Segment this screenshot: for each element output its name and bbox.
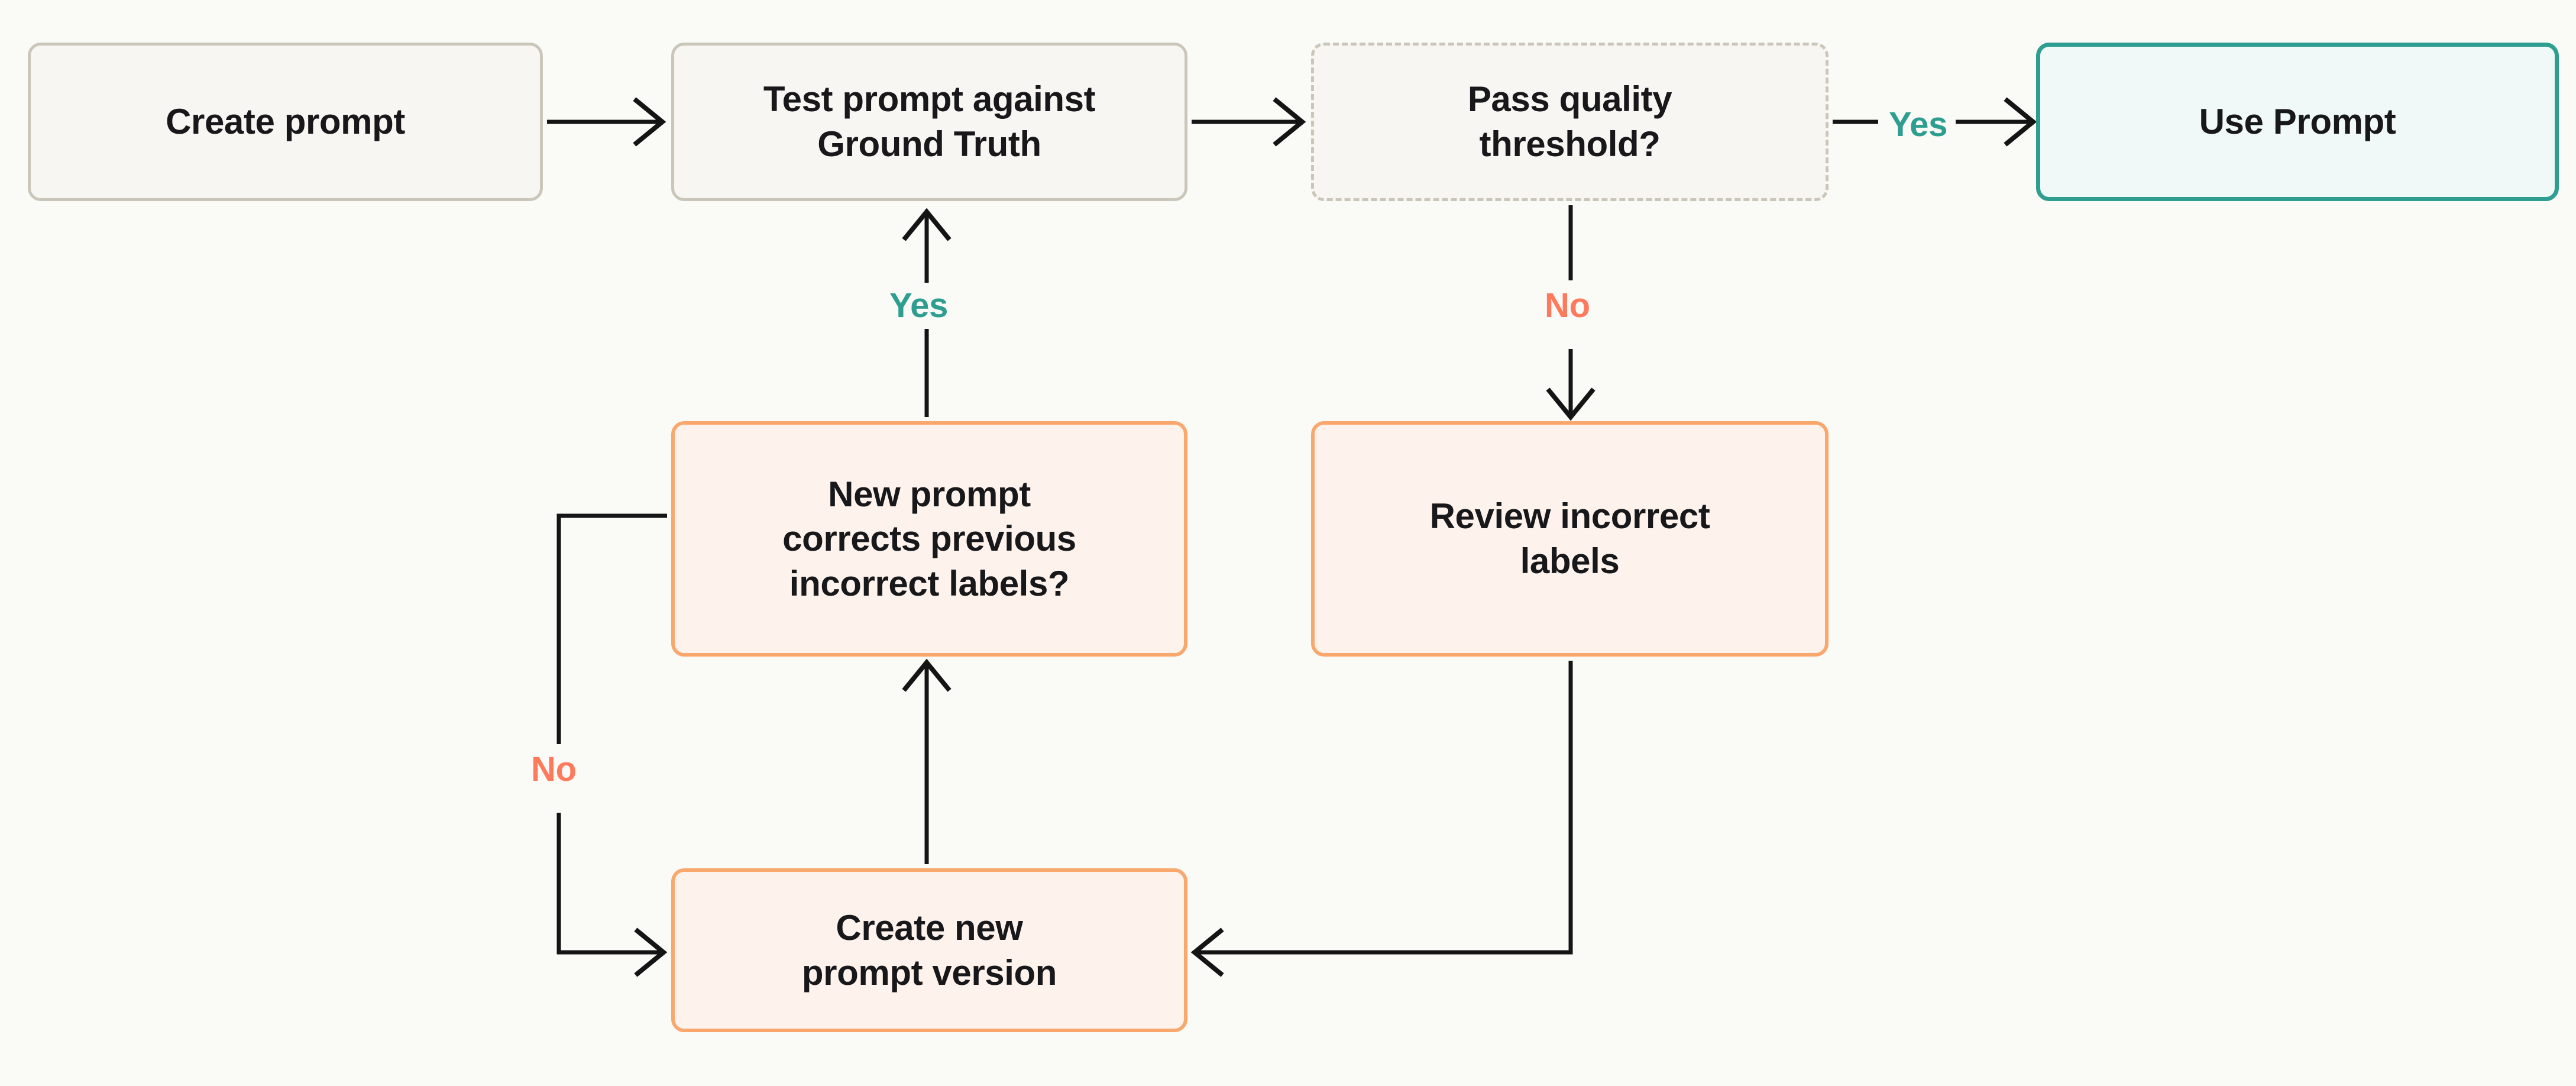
edge-create-to-test <box>547 97 666 147</box>
node-use-prompt[interactable]: Use Prompt <box>2036 43 2559 201</box>
node-label: New prompt corrects previous incorrect l… <box>782 474 1076 603</box>
edge-label-no-create-version: No <box>523 746 585 793</box>
node-label: Create new prompt version <box>801 907 1057 993</box>
edge-label-no-review: No <box>1536 283 1598 329</box>
edge-test-to-pass <box>1192 97 1306 147</box>
edge-review-to-create-version <box>1190 661 1573 977</box>
edge-corrects-to-create-version <box>556 513 668 977</box>
edge-label-yes-use-prompt: Yes <box>1881 102 1956 148</box>
node-new-prompt-corrects-previous-incorrect-labels[interactable]: New prompt corrects previous incorrect l… <box>671 421 1187 657</box>
node-label: Pass quality threshold? <box>1467 79 1672 164</box>
node-create-new-prompt-version[interactable]: Create new prompt version <box>671 868 1187 1032</box>
node-label: Create prompt <box>166 102 405 142</box>
edge-label-yes-test-prompt: Yes <box>881 283 957 329</box>
node-label: Review incorrect labels <box>1429 496 1710 581</box>
node-test-prompt-against-ground-truth[interactable]: Test prompt against Ground Truth <box>671 43 1187 201</box>
node-label: Test prompt against Ground Truth <box>763 79 1096 164</box>
edge-create-version-to-corrects <box>902 658 952 864</box>
node-create-prompt[interactable]: Create prompt <box>28 43 543 201</box>
node-label: Use Prompt <box>2199 102 2396 142</box>
node-pass-quality-threshold[interactable]: Pass quality threshold? <box>1311 43 1829 201</box>
node-review-incorrect-labels[interactable]: Review incorrect labels <box>1311 421 1829 657</box>
